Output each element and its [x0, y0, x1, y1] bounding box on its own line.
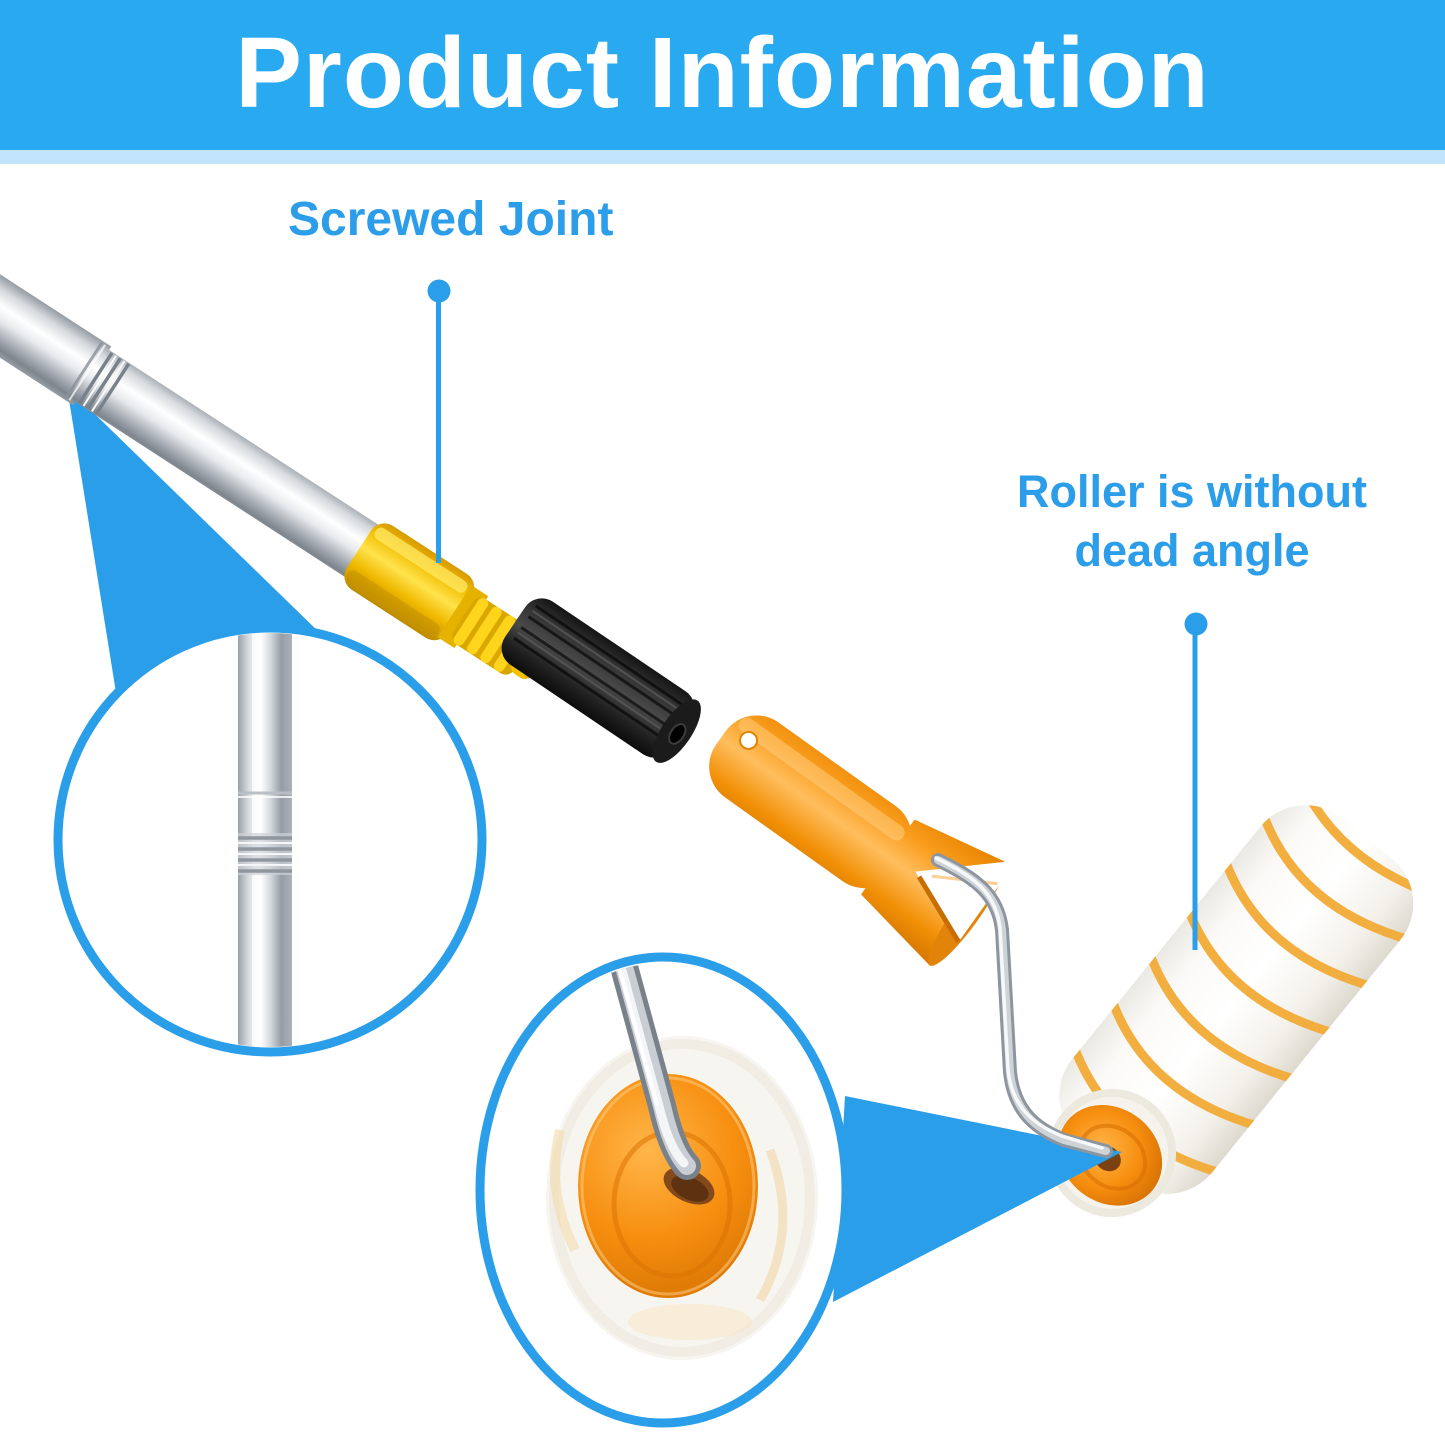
paint-roller — [1048, 781, 1437, 1217]
label-screwed-joint: Screwed Joint — [288, 193, 614, 246]
magnifier-pole-joint — [53, 623, 487, 1057]
pole-adapter — [501, 598, 701, 763]
page-title: Product Information — [235, 16, 1210, 129]
magnified-ribs — [238, 833, 292, 875]
pin-screwed-joint — [427, 279, 451, 563]
handle-hang-hole — [739, 730, 759, 750]
magnified-end-cap — [578, 1074, 758, 1298]
label-roller-line1: Roller is without — [1016, 466, 1367, 517]
handle-cup-notch — [915, 860, 1017, 942]
roller-handle — [709, 715, 1017, 966]
pole-section-ribs — [77, 351, 131, 416]
magnifier-wedge-right — [833, 1096, 1122, 1302]
banner-strip — [0, 150, 1445, 164]
roller-wire — [931, 853, 1113, 1158]
magnified-rod — [606, 963, 701, 1180]
title-banner: Product Information — [0, 0, 1445, 150]
magnifier-roller-end — [475, 952, 851, 1428]
label-roller-no-dead-angle: Roller is without dead angle — [952, 462, 1432, 580]
telescopic-pole — [0, 259, 400, 591]
label-roller-line2: dead angle — [1074, 525, 1310, 576]
pin-roller — [1184, 612, 1208, 950]
